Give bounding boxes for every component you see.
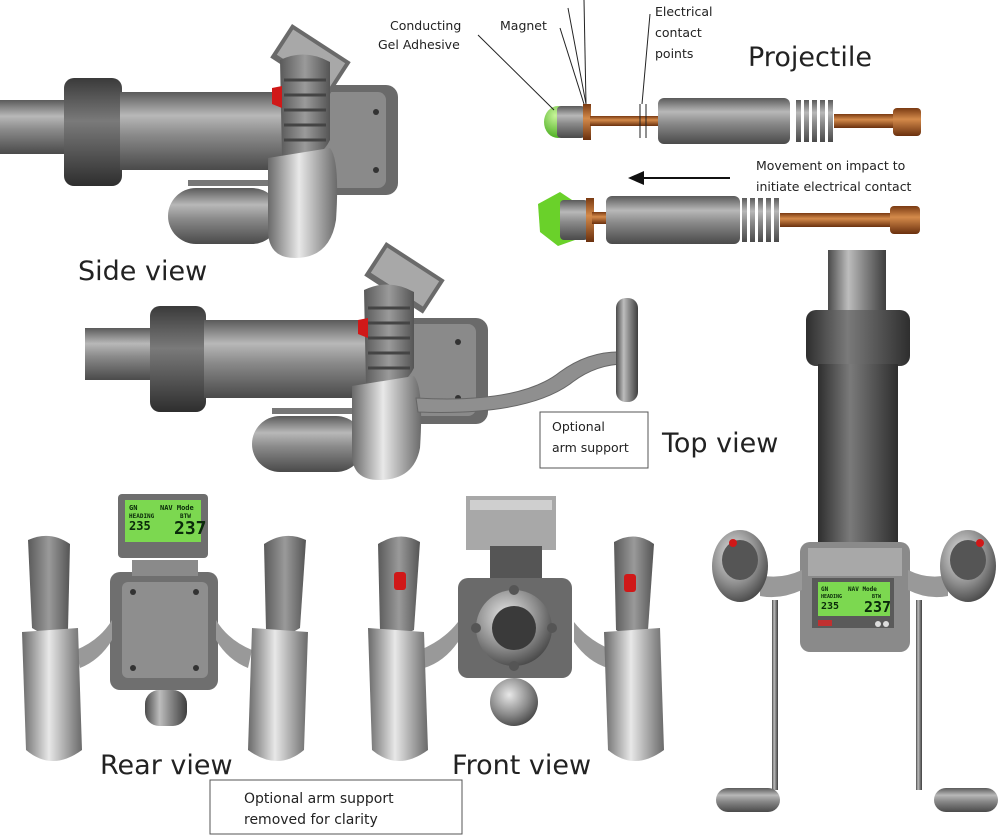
display-label-right: BTW: [872, 594, 882, 600]
display-label-right: BTW: [180, 513, 191, 520]
grip: [280, 54, 330, 159]
label-points: points: [655, 46, 693, 61]
display-top-right: NAV Mode: [848, 586, 877, 593]
arm-support-box: [539, 411, 649, 469]
hand-pod: [268, 148, 338, 258]
vertical-display-text: GN NAV Mode HEADING BTW 235 237: [821, 586, 891, 616]
vertical-display-screen: [818, 582, 890, 616]
label-arm-support: arm support: [552, 440, 629, 455]
top-view-drawing: [85, 242, 638, 480]
projectile-bottom: [538, 192, 920, 246]
display-top-right: NAV Mode: [160, 504, 194, 512]
side-view-drawing: [0, 24, 398, 258]
front-right-trigger: [624, 574, 636, 592]
label-contact: contact: [655, 25, 702, 40]
display-value-right: 237: [174, 518, 207, 539]
label-rear-view: Rear view: [100, 750, 233, 781]
label-conducting: Conducting: [390, 18, 461, 33]
label-side-view: Side view: [78, 256, 207, 287]
label-magnet: Magnet: [500, 18, 547, 33]
display-value-left: 235: [129, 519, 151, 533]
label-top-view: Top view: [661, 428, 778, 459]
label-movement-1: Movement on impact to: [756, 158, 905, 173]
display-label-left: HEADING: [821, 594, 842, 600]
trigger-button: [272, 86, 282, 108]
display-value-left: 235: [821, 601, 839, 612]
rear-view-drawing: [22, 494, 308, 761]
projectile-top: [544, 98, 921, 144]
label-gel-adhesive: Gel Adhesive: [378, 37, 460, 52]
label-removed-1: Optional arm support: [244, 791, 394, 807]
rear-display-screen: [125, 500, 201, 542]
removed-note-box: [209, 779, 463, 835]
arm-cuff: [616, 298, 638, 402]
movement-arrow: [628, 171, 730, 185]
display-top-left: GN: [821, 586, 829, 593]
label-front-view: Front view: [452, 750, 591, 781]
barrel-collar: [64, 78, 122, 186]
label-electrical: Electrical: [655, 4, 712, 19]
screw: [373, 167, 379, 173]
label-movement-2: initiate electrical contact: [756, 179, 912, 194]
projectile-body: [658, 98, 790, 144]
display-label-left: HEADING: [129, 513, 155, 520]
barrel-body: [120, 92, 290, 170]
display-value-right: 237: [864, 598, 891, 616]
front-view-drawing: [368, 496, 664, 761]
display-top-left: GN: [129, 504, 137, 512]
screw: [373, 109, 379, 115]
label-leaders: [477, 0, 651, 111]
barrel-front: [0, 100, 70, 154]
label-projectile: Projectile: [748, 42, 872, 73]
front-left-trigger: [394, 572, 406, 590]
rear-display-text: GN NAV Mode HEADING BTW 235 237: [129, 504, 207, 539]
label-removed-2: removed for clarity: [244, 812, 378, 828]
magnet-tip: [557, 106, 585, 138]
canister: [168, 188, 280, 244]
vertical-view-drawing: [712, 250, 998, 812]
label-optional: Optional: [552, 419, 605, 434]
